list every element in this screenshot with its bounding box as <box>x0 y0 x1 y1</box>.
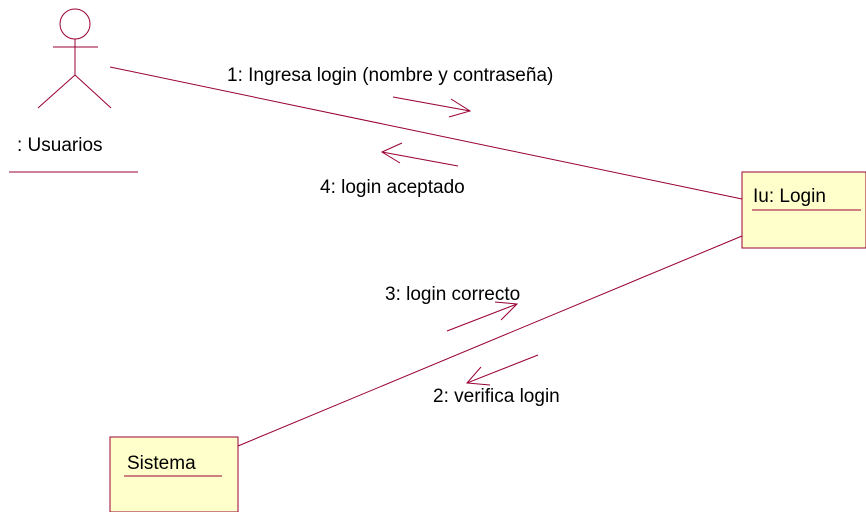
object-sistema-box <box>109 436 239 512</box>
message-1-label: 1: Ingresa login (nombre y contraseña) <box>227 65 553 86</box>
message-2: 2: verifica login <box>433 354 560 407</box>
actor-name: : Usuarios <box>17 135 103 156</box>
link-sistema-login <box>237 235 743 447</box>
actor-right-leg <box>74 74 112 109</box>
message-3-arrow-shaft <box>446 303 518 332</box>
message-3-arrow-head <box>494 301 519 321</box>
actor-left-leg <box>37 74 76 109</box>
message-1-arrow-head <box>448 98 472 118</box>
message-1: 1: Ingresa login (nombre y contraseña) <box>227 65 553 118</box>
actor-head <box>59 8 91 40</box>
object-sistema-name: Sistema <box>127 453 196 474</box>
message-4-arrow-head <box>380 142 403 164</box>
message-1-arrow-shaft <box>392 96 471 112</box>
message-3: 3: login correcto <box>385 284 520 332</box>
message-4-arrow-shaft <box>381 151 459 167</box>
object-login[interactable]: Iu: Login <box>741 171 866 249</box>
object-sistema[interactable]: Sistema <box>109 436 239 512</box>
link-usuarios-login <box>109 66 743 200</box>
message-2-arrow-shaft <box>466 354 539 384</box>
actor-usuarios[interactable]: : Usuarios <box>9 8 138 173</box>
object-login-name: Iu: Login <box>753 186 826 207</box>
message-2-arrow-head <box>465 366 491 386</box>
message-3-label: 3: login correcto <box>385 284 520 305</box>
message-4: 4: login aceptado <box>320 142 465 198</box>
message-4-label: 4: login aceptado <box>320 177 465 198</box>
message-2-label: 2: verifica login <box>433 386 560 407</box>
